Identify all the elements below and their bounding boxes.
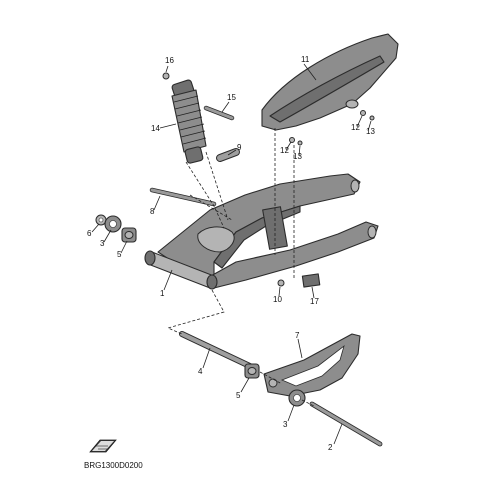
- callout-5-lower: 5: [236, 391, 241, 400]
- callout-16: 16: [165, 56, 174, 65]
- callout-13-lower: 13: [293, 152, 302, 161]
- callout-9: 9: [237, 143, 242, 152]
- chain-guide-7[interactable]: [263, 333, 361, 397]
- alignment-lines: [166, 128, 315, 407]
- callout-4: 4: [198, 367, 203, 376]
- bolt-12-upper[interactable]: [360, 110, 366, 116]
- bolt-13-lower[interactable]: [297, 140, 303, 146]
- callout-7: 7: [295, 331, 300, 340]
- callout-6: 6: [87, 229, 92, 238]
- callout-8: 8: [150, 207, 155, 216]
- bolt-8[interactable]: [149, 187, 217, 207]
- callout-1: 1: [160, 289, 165, 298]
- bearing-3-lower-hole: [293, 394, 301, 402]
- bolt-2[interactable]: [309, 401, 383, 447]
- callout-14: 14: [151, 124, 160, 133]
- callout-12-upper: 12: [351, 123, 360, 132]
- rear-arm[interactable]: [144, 173, 379, 290]
- label-17[interactable]: [301, 273, 321, 288]
- callout-2: 2: [328, 443, 333, 452]
- nut-10[interactable]: [277, 279, 285, 287]
- nut-16[interactable]: [162, 72, 170, 80]
- callout-5-left: 5: [117, 250, 122, 259]
- bolt-13-upper[interactable]: [369, 115, 375, 121]
- bearing-3-left-hole: [109, 220, 117, 228]
- pivot-shaft-4[interactable]: [179, 331, 257, 371]
- diagram-code: BRG1300D0200: [84, 461, 143, 470]
- callout-3-left: 3: [100, 239, 105, 248]
- callout-13-upper: 13: [366, 127, 375, 136]
- callout-10: 10: [273, 295, 282, 304]
- callout-12-lower: 12: [280, 146, 289, 155]
- chain-case[interactable]: [261, 33, 399, 131]
- book-reference-icon: [89, 439, 117, 453]
- callout-15: 15: [227, 93, 236, 102]
- callout-17: 17: [310, 297, 319, 306]
- callout-11: 11: [301, 55, 310, 64]
- rear-shock-absorber[interactable]: [171, 79, 207, 164]
- bolt-12-lower[interactable]: [289, 137, 295, 143]
- collar-5-left[interactable]: [121, 227, 137, 243]
- callout-3-lower: 3: [283, 420, 288, 429]
- collar-5-lower[interactable]: [244, 363, 260, 379]
- leader-lines: [91, 63, 372, 445]
- washer-6-hole: [98, 217, 104, 223]
- bolt-15[interactable]: [203, 105, 235, 121]
